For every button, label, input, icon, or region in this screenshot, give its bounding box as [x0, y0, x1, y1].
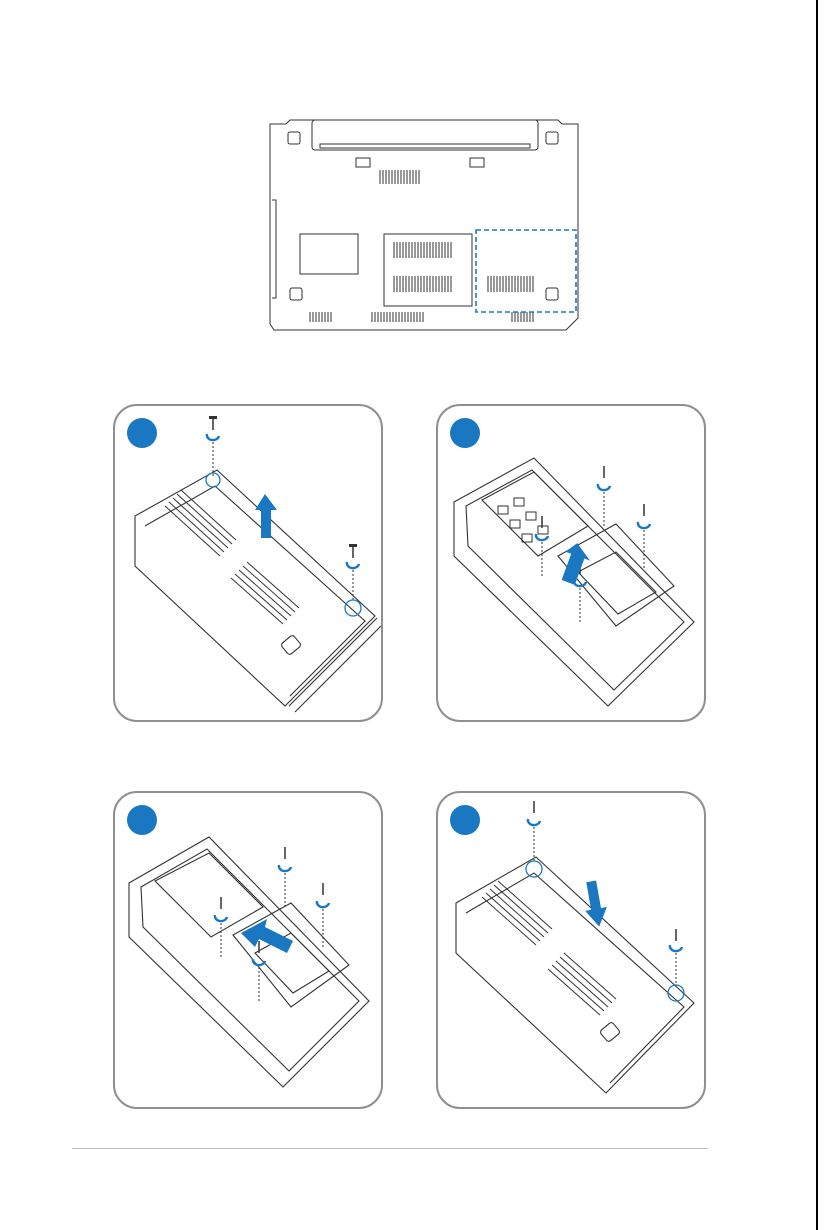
step-4-panel: [436, 791, 706, 1109]
page-edge-line: [816, 0, 818, 1230]
screw-icon: [317, 883, 329, 947]
screw-icon: [253, 941, 265, 1001]
cover-replace-illustration: [438, 793, 706, 1109]
screw-icon: [638, 504, 650, 570]
screw-icon: [668, 929, 684, 1001]
hdd-compartment-highlight: [476, 230, 576, 312]
drive-slide-illustration: [115, 793, 383, 1109]
drive-screw-illustration: [438, 406, 706, 722]
screw-icon: [598, 466, 610, 526]
lift-arrow-icon: [556, 540, 594, 586]
screw-icon: [526, 801, 542, 877]
screw-icon: [215, 897, 227, 957]
cover-removal-illustration: [115, 406, 383, 722]
lift-arrow-icon: [255, 494, 277, 538]
step-3-panel: [113, 791, 383, 1109]
step-1-panel: [113, 404, 383, 722]
step-2-panel: [436, 404, 706, 722]
screw-icon: [279, 847, 291, 907]
laptop-underside-overview: [266, 118, 582, 332]
footer-rule: [72, 1148, 708, 1149]
screw-icon: [536, 516, 548, 576]
screw-icon: [206, 416, 220, 487]
